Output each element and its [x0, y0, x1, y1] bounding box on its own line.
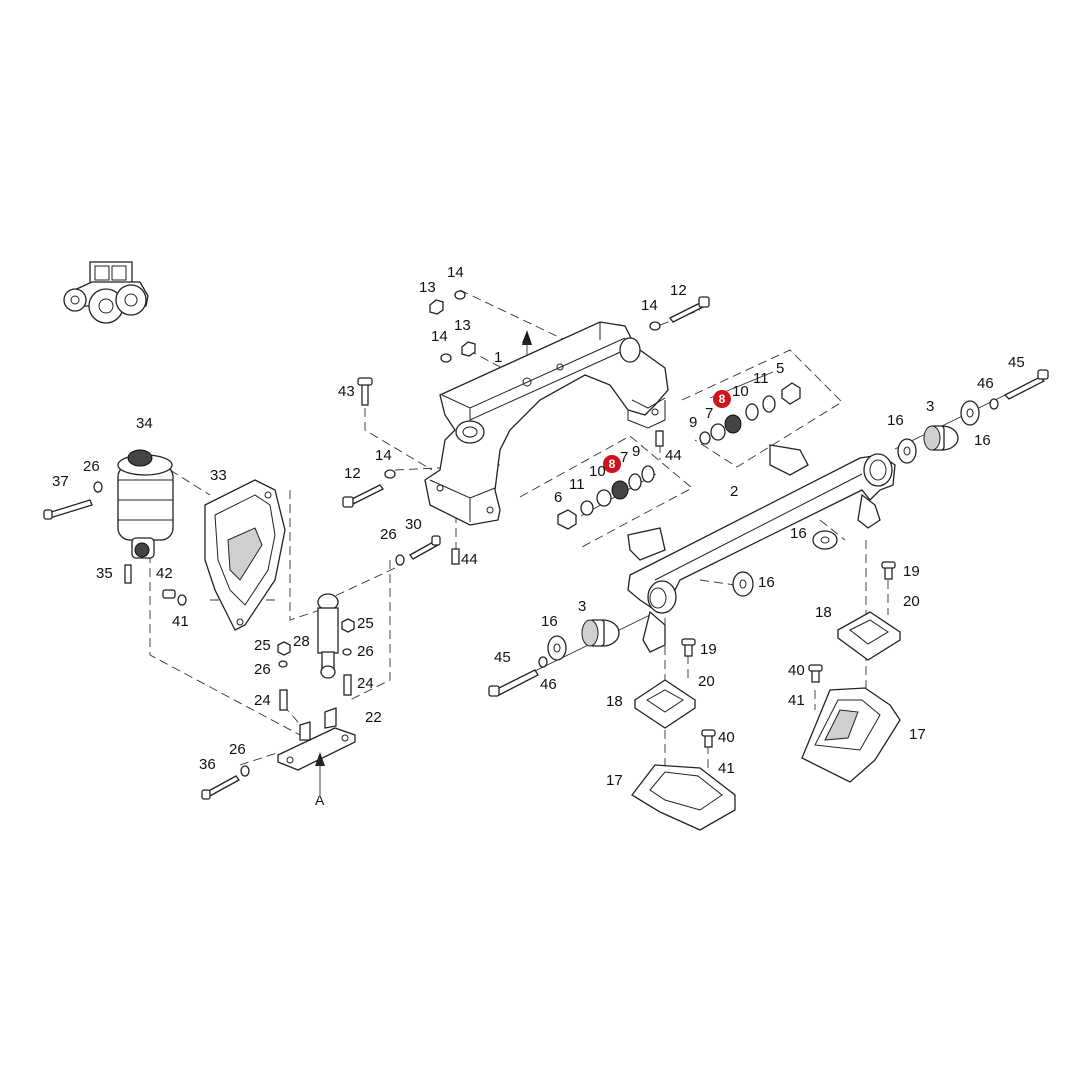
part-label[interactable]: 2	[730, 483, 738, 500]
part-label[interactable]: 45	[1008, 354, 1025, 371]
part-label[interactable]: 26	[380, 526, 397, 543]
part-label[interactable]: 42	[156, 565, 173, 582]
part-label[interactable]: 26	[357, 643, 374, 660]
view-arrow-lower: A	[315, 752, 325, 808]
support-right	[801, 687, 901, 783]
part-label[interactable]: 26	[254, 661, 271, 678]
part-label[interactable]: 1	[494, 349, 502, 366]
part-label[interactable]: 30	[405, 516, 422, 533]
part-label[interactable]: 41	[172, 613, 189, 630]
part-label[interactable]: 18	[815, 604, 832, 621]
part-label[interactable]: 14	[375, 447, 392, 464]
support-left	[631, 764, 736, 831]
bearing-stack-lower	[580, 465, 655, 516]
part-label[interactable]: 33	[210, 467, 227, 484]
part-label[interactable]: 16	[541, 613, 558, 630]
bracket-plate	[204, 479, 286, 631]
part-label[interactable]: 25	[254, 637, 271, 654]
part-label[interactable]: 20	[698, 673, 715, 690]
bushing-left	[581, 619, 620, 647]
part-label[interactable]: 44	[665, 447, 682, 464]
part-label[interactable]: 11	[753, 370, 769, 387]
bushing-right	[923, 425, 959, 451]
part-label[interactable]: 16	[758, 574, 775, 591]
block-lower	[633, 679, 697, 729]
part-label[interactable]: 12	[344, 465, 361, 482]
part-label[interactable]: 24	[357, 675, 374, 692]
badge-text: 8	[609, 457, 616, 471]
block-upper	[836, 611, 902, 661]
part-label[interactable]: 26	[83, 458, 100, 475]
part-label[interactable]: 40	[718, 729, 735, 746]
part-label[interactable]: 19	[903, 563, 920, 580]
part-label[interactable]: 10	[589, 463, 606, 480]
bearing-stack-upper	[699, 395, 776, 445]
bolts	[43, 296, 1049, 800]
part-label[interactable]: 43	[338, 383, 355, 400]
air-spring	[117, 449, 174, 559]
part-labels: 13 14 14 13 1 14 12 43 14 12 44 44 34 26…	[52, 264, 1025, 789]
part-label[interactable]: 12	[670, 282, 687, 299]
shock-absorber	[317, 593, 339, 679]
part-label[interactable]: 28	[293, 633, 310, 650]
part-label[interactable]: 20	[903, 593, 920, 610]
part-label[interactable]: 10	[732, 383, 749, 400]
part-label[interactable]: 37	[52, 473, 69, 490]
nuts	[277, 299, 801, 656]
part-label[interactable]: 36	[199, 756, 216, 773]
badge-text: 8	[719, 392, 726, 406]
part-label[interactable]: 19	[700, 641, 717, 658]
part-label[interactable]: 41	[788, 692, 805, 709]
part-label[interactable]: 41	[718, 760, 735, 777]
part-label[interactable]: 9	[689, 414, 697, 431]
highlight-badge-upper[interactable]: 8	[713, 390, 731, 408]
part-label[interactable]: 11	[569, 476, 585, 493]
part-label[interactable]: 7	[620, 449, 628, 466]
highlight-badge-lower[interactable]: 8	[603, 455, 621, 473]
part-label[interactable]: 17	[606, 772, 623, 789]
part-label[interactable]: 14	[447, 264, 464, 281]
part-label[interactable]: 9	[632, 443, 640, 460]
view-marker-lower: A	[315, 792, 325, 808]
part-label[interactable]: 3	[926, 398, 934, 415]
part-label[interactable]: 3	[578, 598, 586, 615]
part-label[interactable]: 16	[974, 432, 991, 449]
part-label[interactable]: 17	[909, 726, 926, 743]
part-label[interactable]: 13	[454, 317, 471, 334]
part-label[interactable]: 22	[365, 709, 382, 726]
part-label[interactable]: 44	[461, 551, 478, 568]
part-label[interactable]: 14	[431, 328, 448, 345]
part-label[interactable]: 16	[887, 412, 904, 429]
part-label[interactable]: 26	[229, 741, 246, 758]
part-label[interactable]: 35	[96, 565, 113, 582]
tractor-icon	[63, 261, 149, 324]
main-frame	[424, 321, 669, 526]
part-label[interactable]: 24	[254, 692, 271, 709]
part-label[interactable]: 18	[606, 693, 623, 710]
axle-carrier	[627, 444, 896, 653]
part-label[interactable]: 7	[705, 405, 713, 422]
view-arrow-upper: A	[522, 330, 532, 346]
part-label[interactable]: 45	[494, 649, 511, 666]
part-label[interactable]: 25	[357, 615, 374, 632]
part-label[interactable]: 40	[788, 662, 805, 679]
part-label[interactable]: 5	[776, 360, 784, 377]
part-label[interactable]: 14	[641, 297, 658, 314]
part-label[interactable]: 13	[419, 279, 436, 296]
washers	[93, 290, 999, 777]
part-label[interactable]: 6	[554, 489, 562, 506]
mounting-plate	[277, 707, 356, 771]
part-label[interactable]: 34	[136, 415, 153, 432]
part-label[interactable]: 46	[540, 676, 557, 693]
view-marker-upper: A	[522, 330, 532, 346]
part-label[interactable]: 16	[790, 525, 807, 542]
part-label[interactable]: 46	[977, 375, 994, 392]
